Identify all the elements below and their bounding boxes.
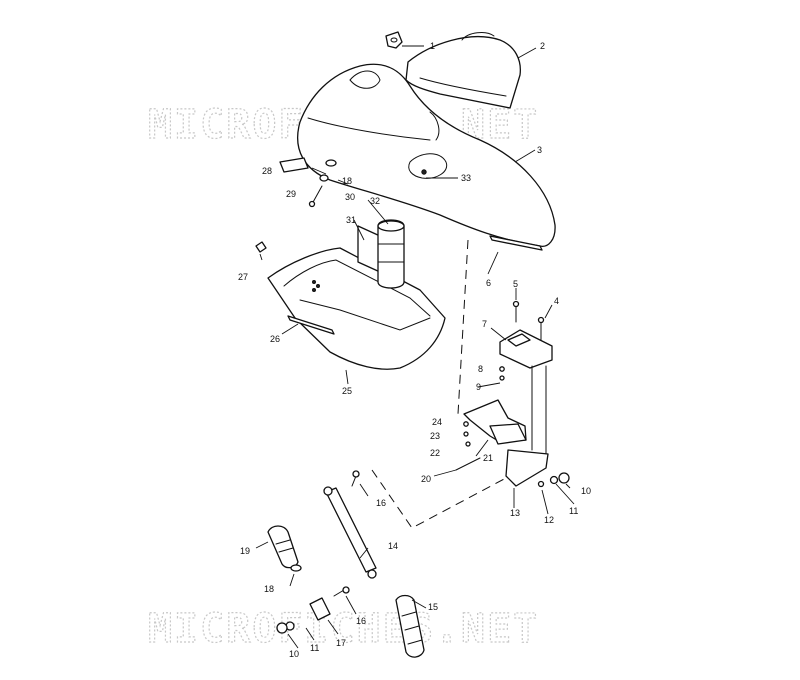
part-18-washer xyxy=(325,159,337,167)
callout-8: 8 xyxy=(478,364,483,374)
callout-16-lower: 16 xyxy=(356,616,366,626)
callout-14: 14 xyxy=(388,541,398,551)
part-14-gas-spring xyxy=(323,486,377,579)
callout-labels: 1 2 3 33 28 18 29 30 32 31 27 6 5 4 7 26… xyxy=(238,41,591,659)
part-18-washer-lower xyxy=(290,564,302,572)
part-10-nut xyxy=(558,472,570,484)
callout-6: 6 xyxy=(486,278,491,288)
part-27-clip xyxy=(255,241,267,253)
callout-4: 4 xyxy=(554,296,559,306)
callout-32: 32 xyxy=(370,196,380,206)
callout-26: 26 xyxy=(270,334,280,344)
callout-27: 27 xyxy=(238,272,248,282)
part-22-nut xyxy=(465,441,471,447)
part-32-container xyxy=(377,219,405,289)
callout-2: 2 xyxy=(540,41,545,51)
part-16-bolt-upper xyxy=(351,470,360,487)
part-21-lever xyxy=(463,399,527,445)
callout-11-lower: 11 xyxy=(310,643,319,653)
callout-28: 28 xyxy=(262,166,272,176)
part-3-hood xyxy=(297,63,556,247)
part-20-pin xyxy=(455,457,481,471)
part-19-grip xyxy=(267,525,299,569)
callout-13: 13 xyxy=(510,508,520,518)
callout-29: 29 xyxy=(286,189,296,199)
callout-19: 19 xyxy=(240,546,250,556)
part-23-washer xyxy=(463,431,469,437)
callout-10: 10 xyxy=(581,486,591,496)
part-28-pad xyxy=(279,157,309,173)
part-26-lip xyxy=(287,315,335,335)
callout-11: 11 xyxy=(569,506,578,516)
part-30-nut xyxy=(319,174,329,182)
callout-7: 7 xyxy=(482,319,487,329)
lever-support xyxy=(531,365,547,457)
part-15-handle xyxy=(395,594,425,658)
leader-lines xyxy=(255,45,575,649)
callout-5: 5 xyxy=(513,279,518,289)
callout-20: 20 xyxy=(421,474,431,484)
callout-30: 30 xyxy=(345,192,355,202)
callout-9: 9 xyxy=(476,382,481,392)
callout-15: 15 xyxy=(428,602,438,612)
part-7-clamp xyxy=(499,329,553,369)
part-5-screw xyxy=(512,300,520,323)
watermark-bottom: MICROFICHES.NET xyxy=(148,606,539,652)
part-13-pivot xyxy=(505,449,549,487)
callout-33: 33 xyxy=(461,173,471,183)
assembly-line-spring-lever xyxy=(371,469,507,529)
part-8-nut xyxy=(499,366,505,372)
callout-21: 21 xyxy=(483,453,493,463)
callout-24: 24 xyxy=(432,417,442,427)
part-6-strip xyxy=(489,235,543,251)
callout-10-lower: 10 xyxy=(289,649,299,659)
part-10-nut-lower xyxy=(276,622,288,634)
callout-1: 1 xyxy=(430,41,435,51)
callout-25: 25 xyxy=(342,386,352,396)
callout-23: 23 xyxy=(430,431,440,441)
callout-16: 16 xyxy=(376,498,386,508)
part-4-screw xyxy=(537,316,545,341)
callout-18-lower: 18 xyxy=(264,584,274,594)
callout-17: 17 xyxy=(336,638,346,648)
callout-18: 18 xyxy=(342,176,352,186)
part-12-washer xyxy=(537,480,545,488)
part-11-washer xyxy=(549,475,559,485)
part-1-clip xyxy=(385,31,403,49)
part-2-handlebar-cover xyxy=(405,32,521,109)
assembly-line-hood-lever xyxy=(457,239,469,415)
callout-31: 31 xyxy=(346,215,356,225)
callout-22: 22 xyxy=(430,448,440,458)
callout-12: 12 xyxy=(544,515,554,525)
part-16-bolt-lower xyxy=(333,586,350,597)
part-9-washer xyxy=(499,375,505,381)
part-29-bolt xyxy=(308,185,323,208)
part-24-screw xyxy=(463,421,469,427)
part-25-storage-tray xyxy=(267,247,446,370)
part-17-bracket xyxy=(309,597,331,621)
part-33-grommet xyxy=(408,153,448,179)
callout-3: 3 xyxy=(537,145,542,155)
